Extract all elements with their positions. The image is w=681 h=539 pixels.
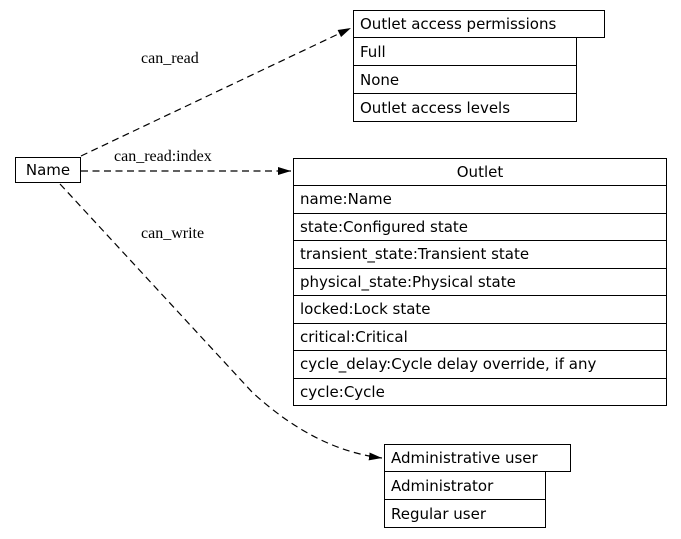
table-row: transient_state:Transient state: [294, 240, 666, 268]
table-permissions-title: Outlet access permissions: [360, 15, 557, 33]
table-outlet-body: name:Name state:Configured state transie…: [293, 185, 667, 406]
table-row: Regular user: [385, 499, 545, 527]
table-row: critical:Critical: [294, 322, 666, 351]
table-permissions-body: Full None Outlet access levels: [353, 37, 577, 122]
table-outlet-title: Outlet: [456, 163, 504, 181]
table-admin-body: Administrator Regular user: [384, 471, 546, 528]
table-outlet-header: Outlet: [293, 158, 667, 186]
table-permissions-header: Outlet access permissions: [353, 10, 605, 38]
table-row: state:Configured state: [294, 212, 666, 241]
table-admin-title: Administrative user: [391, 449, 538, 467]
table-row: Full: [360, 42, 386, 61]
table-row: locked:Lock state: [294, 295, 666, 323]
edge-label-can-write: can_write: [141, 225, 205, 242]
table-row: cycle_delay:Cycle delay override, if any: [294, 350, 666, 378]
table-row: None: [354, 65, 576, 93]
node-name: Name: [15, 157, 81, 183]
table-admin-header: Administrative user: [384, 444, 571, 472]
table-row: Outlet access levels: [354, 93, 576, 121]
table-row: physical_state:Physical state: [294, 267, 666, 296]
edge-can-read: [80, 27, 352, 157]
table-row: Administrator: [391, 476, 494, 495]
edge-label-can-read: can_read: [141, 50, 199, 67]
table-row: cycle:Cycle: [294, 377, 666, 406]
node-name-label: Name: [25, 161, 71, 179]
edge-can-write: [59, 183, 383, 461]
table-row: name:Name: [300, 190, 392, 209]
edge-label-can-read-index: can_read:index: [114, 148, 212, 165]
